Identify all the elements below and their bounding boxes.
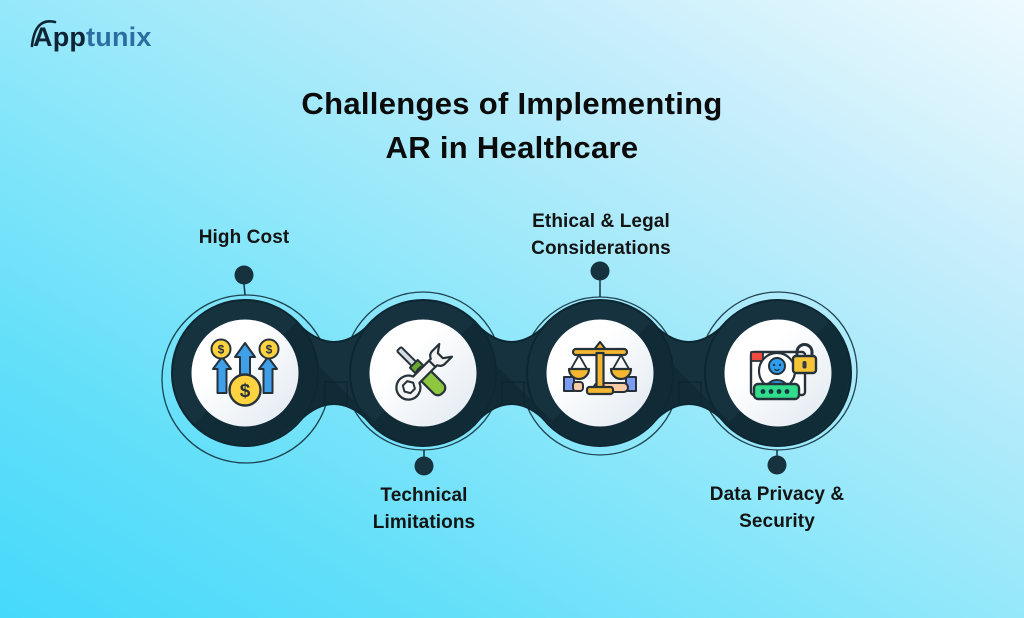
label-pointers xyxy=(234,261,787,476)
tools-icon xyxy=(395,342,454,401)
challenge-label-ethical-legal: Ethical & Legal Considerations xyxy=(531,211,671,259)
page-title-line1: Challenges of Implementing xyxy=(301,86,723,121)
logo-text-secondary: tunix xyxy=(86,22,152,52)
connector-notches xyxy=(324,381,702,405)
challenge-label-data-privacy: Data Privacy & Security xyxy=(709,484,845,532)
coin-small-right xyxy=(258,338,280,360)
avatar-head xyxy=(768,357,786,375)
pointer-dot-2 xyxy=(414,456,434,476)
page-title-line2: AR in Healthcare xyxy=(385,130,639,165)
wrench-icon xyxy=(395,342,454,401)
lock-shackle xyxy=(795,343,814,359)
dollar-glyph: $ xyxy=(218,343,225,357)
password-dots xyxy=(760,389,790,394)
page-title: Challenges of Implementing AR in Healthc… xyxy=(0,82,1024,170)
challenge-label-technical-limitations: Technical Limitations xyxy=(372,485,476,533)
lock-keyhole xyxy=(802,361,807,369)
dollar-glyph: $ xyxy=(240,381,251,402)
dollar-glyph: $ xyxy=(266,343,273,357)
challenge-label-high-cost: High Cost xyxy=(198,227,290,248)
privacy-lock-icon xyxy=(749,343,818,401)
balance-scale-icon xyxy=(563,340,637,396)
coin-small-left xyxy=(210,338,232,360)
password-field xyxy=(752,382,801,401)
pointer-stem-1 xyxy=(243,283,246,296)
pointer-dot-1 xyxy=(234,265,254,285)
pointer-dot-4 xyxy=(767,455,787,475)
coin-large-center xyxy=(228,373,262,407)
rising-cost-icon: $ $ $ xyxy=(210,338,280,407)
pointer-dot-3 xyxy=(590,261,610,281)
red-tab xyxy=(750,351,764,362)
